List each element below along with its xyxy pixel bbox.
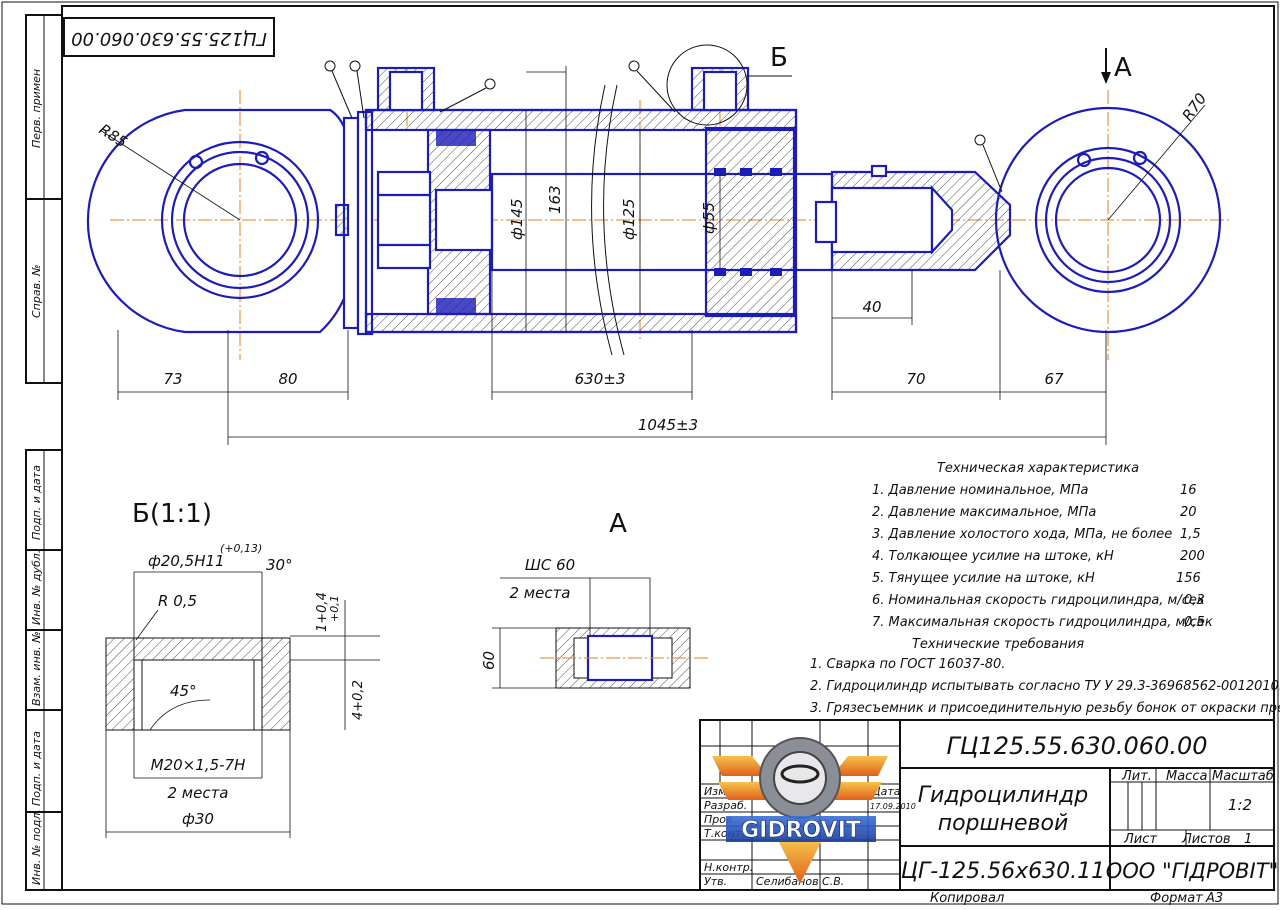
side-label-podp1: Подп. и дата [30, 465, 43, 540]
tb-razrab: Разраб. [704, 799, 747, 812]
tb-name-2: поршневой [938, 811, 1069, 836]
tol-01-label: +0,1 [328, 595, 341, 622]
inner-frame [61, 5, 1275, 891]
piston-nut [376, 170, 432, 270]
detail-b-view: Б(1:1) ф20,5H11 (+0,13) 30° R 0,5 1+0,4 … [105, 499, 380, 838]
tech-char-row-value: 16 [1180, 483, 1197, 498]
tb-designation: ЦГ-125.56х630.11 [901, 859, 1105, 884]
kopiroval-label: Копировал [930, 891, 1004, 906]
tech-char-row-label: 4. Толкающее усилие на штоке, кН [872, 549, 1114, 564]
side-label-podp2: Подп. и дата [30, 731, 43, 806]
r05-label: R 0,5 [158, 592, 197, 610]
tb-listov-value: 1 [1244, 832, 1252, 847]
rotated-code-box: ГЦ125.55.630.060.00 [63, 17, 275, 57]
d20-label: ф20,5H11 [148, 552, 225, 570]
dim-80-label: 80 [278, 370, 297, 388]
tb-list: Лист [1123, 832, 1157, 847]
r85-label: R85 [96, 120, 131, 151]
d30-label: ф30 [182, 810, 214, 828]
d145-label: ф145 [508, 199, 526, 240]
main-cylinder-view: R85 [86, 43, 1230, 445]
tech-req-title: Технические требования [912, 637, 1084, 652]
tech-char-row-value: 0,5 [1184, 615, 1205, 630]
detail-a-view: А ШС 60 2 места 60 [480, 509, 710, 689]
dim-630-label: 630±3 [575, 370, 626, 388]
tech-char-row-label: 5. Тянущее усилие на штоке, кН [872, 571, 1095, 586]
left-margin-stamp: Перв. примен Справ. № Подп. и дата Инв. … [25, 14, 63, 891]
d125-label: ф125 [620, 199, 638, 240]
r70-label: R70 [1179, 90, 1211, 125]
dim-70-label: 70 [906, 370, 925, 388]
side-label-inv-dubl: Инв. № дубл. [30, 550, 43, 625]
d163-label: 163 [546, 185, 564, 214]
tb-scale: 1:2 [1228, 796, 1252, 814]
logo-text: GIDROVIT [741, 818, 861, 843]
angle-45-label: 45° [170, 682, 197, 700]
dim-4-label: 4+0,2 [351, 680, 366, 720]
tb-nkont: Н.контр. [704, 861, 753, 874]
side-label-vzam: Взам. инв. № [30, 631, 43, 706]
d55-label: ф55 [700, 202, 718, 234]
tech-requirements: Технические требования 1. Сварка по ГОСТ… [810, 637, 1280, 716]
tech-req-item: 1. Сварка по ГОСТ 16037-80. [810, 657, 1005, 672]
dim-67-label: 67 [1044, 370, 1064, 388]
tech-req-item: 2. Гидроцилиндр испытывать согласно ТУ У… [810, 679, 1280, 694]
tb-lit: Лит. [1121, 769, 1152, 784]
tech-characteristics: Техническая характеристика 1. Давление н… [872, 461, 1213, 630]
view-b-marker: Б [770, 43, 788, 73]
dim-73-label: 73 [163, 370, 182, 388]
tech-char-row-label: 6. Номинальная скорость гидроцилиндра, м… [872, 593, 1205, 608]
side-label-inv-podl: Инв. № подл. [30, 809, 43, 885]
tech-char-row-value: 200 [1180, 549, 1205, 564]
detail-a-places: 2 места [509, 584, 570, 602]
rotated-drawing-code: ГЦ125.55.630.060.00 [71, 28, 267, 49]
tech-char-row-value: 1,5 [1180, 527, 1201, 542]
tb-code: ГЦ125.55.630.060.00 [946, 732, 1207, 760]
tb-utv: Утв. [704, 875, 727, 888]
dim-1045-label: 1045±3 [638, 416, 698, 434]
tech-req-item: 3. Грязесъемник и присоединительную резь… [810, 701, 1280, 716]
gidrovit-logo: GIDROVIT [712, 737, 888, 884]
dim-40-label: 40 [862, 298, 881, 316]
title-block: Изм. Дата Разраб. 17.09.2010 Пров. Т.кон… [699, 719, 1279, 891]
tb-masshtab: Масштаб [1212, 769, 1274, 784]
tech-char-row-value: 156 [1176, 571, 1201, 586]
rod-guide [704, 126, 796, 318]
side-label-perv: Перв. примен [30, 69, 43, 148]
thread-label: M20×1,5-7H [151, 756, 246, 774]
detail-a-title: А [609, 509, 627, 539]
tb-listov: Листов [1181, 832, 1231, 847]
tb-massa: Масса [1166, 769, 1207, 784]
tb-date-value: 17.09.2010 [870, 802, 916, 811]
tech-char-row-label: 3. Давление холостого хода, МПа, не боле… [872, 527, 1172, 542]
format-value: А3 [1205, 891, 1223, 906]
tech-char-row-label: 2. Давление максимальное, МПа [872, 505, 1096, 520]
view-a-marker: А [1114, 53, 1132, 83]
tech-char-row-label: 1. Давление номинальное, МПа [872, 483, 1089, 498]
tb-company: ООО "ГІДРОВІТ" [1106, 859, 1279, 883]
tb-name-1: Гидроцилиндр [918, 783, 1088, 808]
sh60-label: ШС 60 [525, 556, 575, 574]
tech-char-row-label: 7. Максимальная скорость гидроцилиндра, … [872, 615, 1213, 630]
right-eye [994, 106, 1222, 334]
d20-tolerance: (+0,13) [220, 542, 262, 555]
tech-char-title: Техническая характеристика [937, 461, 1139, 476]
dim-60-label: 60 [480, 651, 498, 670]
tech-char-row-value: 20 [1180, 505, 1197, 520]
side-label-sprav: Справ. № [30, 264, 43, 318]
angle-30-label: 30° [266, 556, 293, 574]
detail-b-places: 2 места [167, 784, 228, 802]
detail-b-title: Б(1:1) [132, 499, 212, 529]
tech-char-row-value: 0,3 [1184, 593, 1205, 608]
tol-04-label: 1+0,4 [315, 592, 330, 632]
format-label: Формат [1150, 891, 1203, 906]
